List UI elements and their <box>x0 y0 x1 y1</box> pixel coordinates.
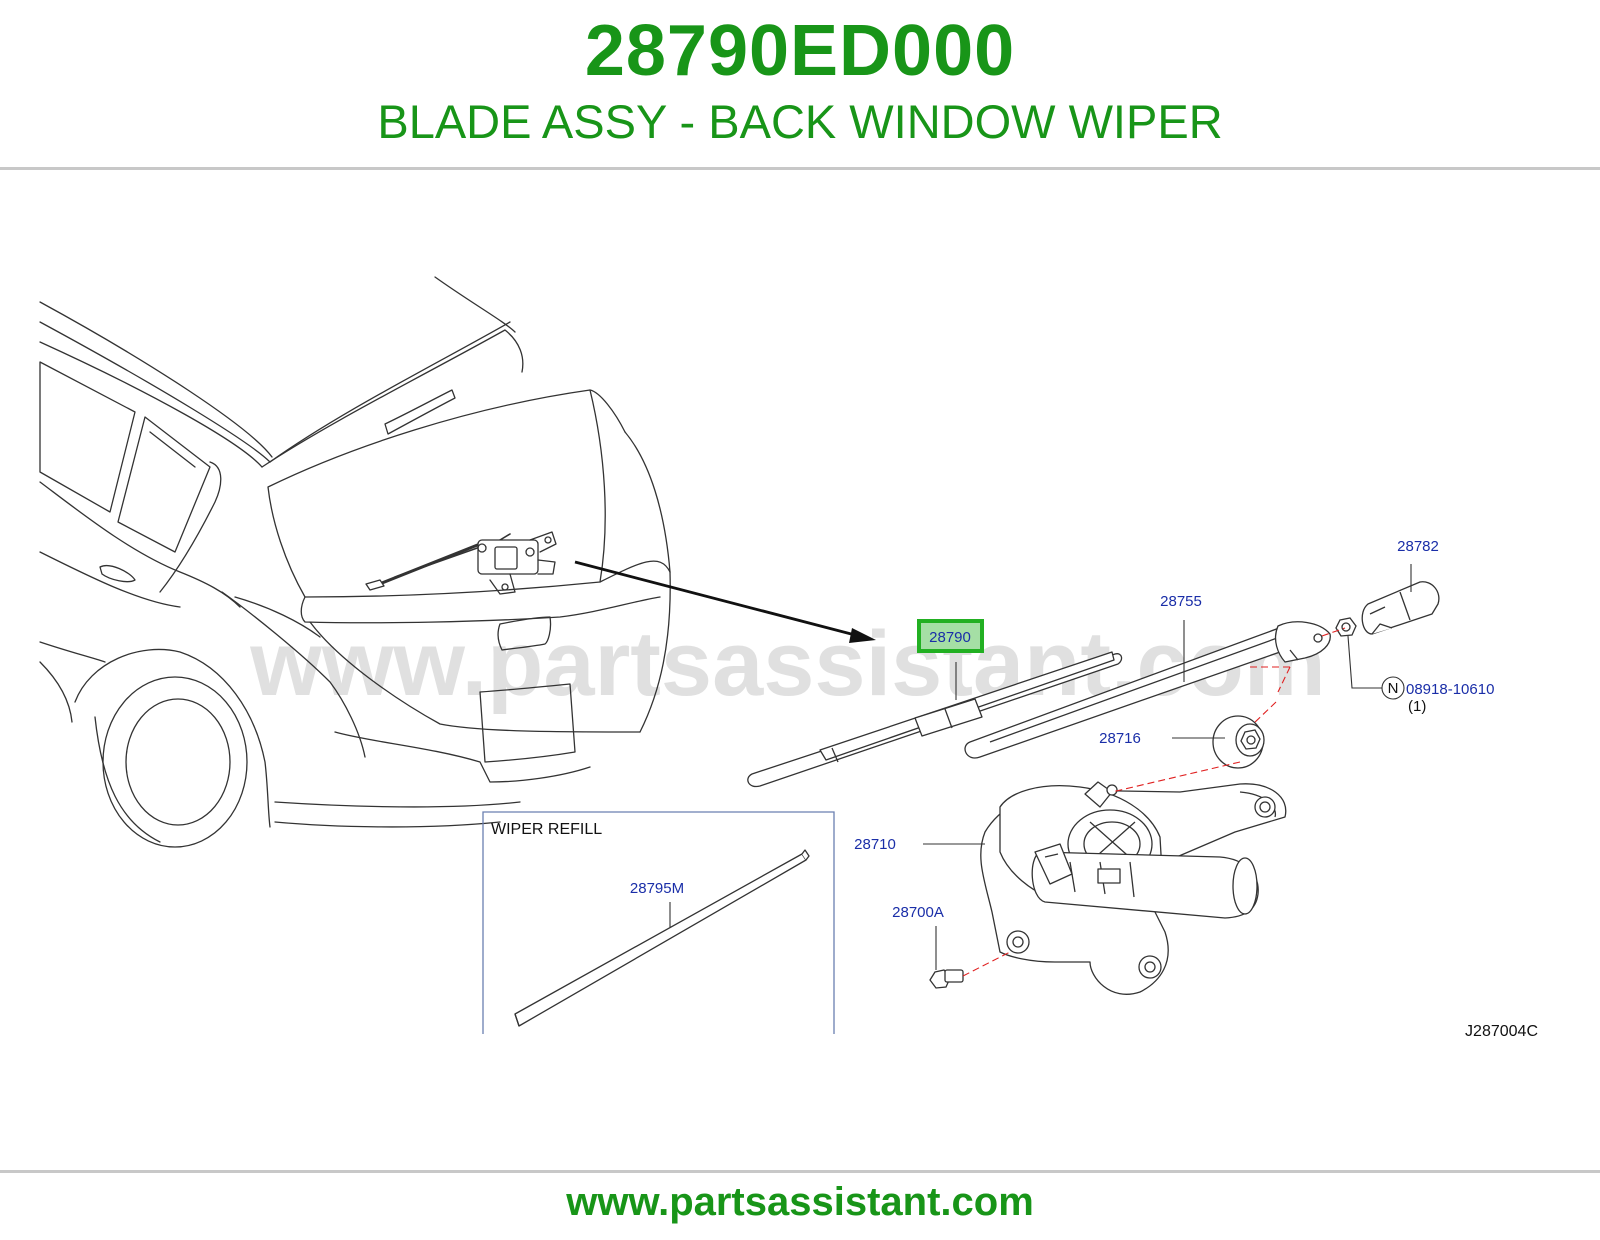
header: 28790ED000 BLADE ASSY - BACK WINDOW WIPE… <box>0 0 1600 168</box>
callout-28700a[interactable]: 28700A <box>892 904 944 921</box>
callout-08918-group[interactable]: N 08918-10610 (1) <box>1381 676 1494 715</box>
callout-leaders <box>669 564 1412 970</box>
callout-08918-prefix: N <box>1388 680 1399 697</box>
diagram-svg: www.partsassistant.com <box>39 276 1538 1040</box>
nut-drawing <box>1335 617 1357 637</box>
pointer-arrow <box>574 560 876 643</box>
callout-28790: 28790 <box>929 629 971 646</box>
callout-28716[interactable]: 28716 <box>1099 730 1141 747</box>
callout-28755[interactable]: 28755 <box>1160 593 1202 610</box>
callout-28795m[interactable]: 28795M <box>630 880 684 897</box>
parts-diagram: www.partsassistant.com <box>0 262 1600 1072</box>
wiper-motor-drawing <box>980 781 1287 995</box>
part-number-title: 28790ED000 <box>584 11 1016 91</box>
bolt-drawing <box>929 969 964 989</box>
wiper-refill-inset: WIPER REFILL 28795M <box>482 811 835 1034</box>
part-description: BLADE ASSY - BACK WINDOW WIPER <box>377 95 1223 148</box>
wiper-blade-drawing <box>747 651 1123 788</box>
figure-code: J287004C <box>1465 1023 1538 1040</box>
header-divider <box>0 167 1600 170</box>
pivot-seal-drawing <box>1212 715 1265 769</box>
highlighted-callout[interactable]: 28790 <box>917 619 984 653</box>
car-illustration <box>39 276 671 848</box>
wiper-refill-drawing <box>514 849 810 1027</box>
callout-28710[interactable]: 28710 <box>854 836 896 853</box>
assembly-leaders <box>962 627 1346 977</box>
arm-cover-cap-drawing <box>1361 581 1440 635</box>
wiper-arm-drawing <box>964 621 1331 759</box>
footer-url[interactable]: www.partsassistant.com <box>566 1180 1034 1224</box>
watermark: www.partsassistant.com <box>249 613 1325 715</box>
footer-divider <box>0 1170 1600 1173</box>
inset-title: WIPER REFILL <box>491 821 602 838</box>
callout-28782[interactable]: 28782 <box>1397 538 1439 555</box>
callout-08918-quantity: (1) <box>1408 698 1426 715</box>
callout-08918-10610: 08918-10610 <box>1406 681 1494 698</box>
